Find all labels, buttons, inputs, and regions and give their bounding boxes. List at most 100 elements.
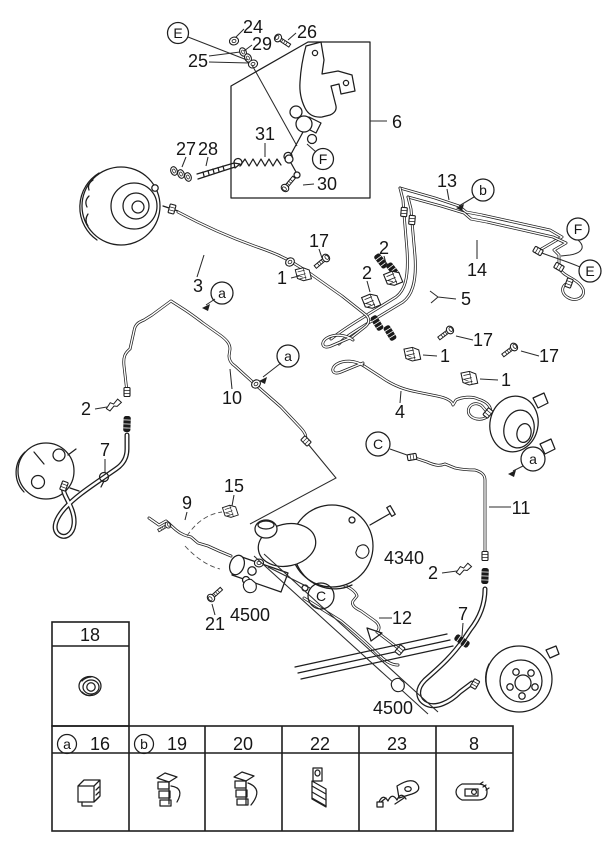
callout-28: 28 <box>198 139 218 159</box>
ref-a-line11: a <box>520 446 546 472</box>
callout-2: 2 <box>379 238 389 258</box>
brake-line-11 <box>410 455 487 554</box>
callout-4: 4 <box>395 402 405 422</box>
svg-text:20: 20 <box>233 734 253 754</box>
bolt-17 <box>499 341 520 360</box>
svg-text:a: a <box>284 348 292 364</box>
callout-4500: 4500 <box>373 698 413 718</box>
callout-3: 3 <box>193 276 203 296</box>
serrated-tab-clip-icon <box>311 767 327 808</box>
left-rear-brake <box>15 386 132 537</box>
svg-text:E: E <box>173 25 182 41</box>
callout-30: 30 <box>317 174 337 194</box>
callout-2: 2 <box>362 263 372 283</box>
callout-25: 25 <box>188 51 208 71</box>
brake-line-10 <box>122 299 308 442</box>
callout-31: 31 <box>255 124 275 144</box>
callouts: 24 26 29 25 6 31 27 28 30 13 14 17 1 2 2… <box>81 17 559 718</box>
callout-17: 17 <box>473 330 493 350</box>
callout-1: 1 <box>277 268 287 288</box>
svg-text:a: a <box>63 736 71 752</box>
svg-text:23: 23 <box>387 734 407 754</box>
svg-text:C: C <box>373 436 383 452</box>
stacked-clip-loop-icon <box>233 771 258 806</box>
bolt-26 <box>272 32 293 50</box>
tube-clamp-icon <box>455 781 490 801</box>
callout-4340: 4340 <box>384 548 424 568</box>
washer-27 <box>182 171 194 183</box>
callout-7: 7 <box>100 440 110 460</box>
callout-4500: 4500 <box>230 605 270 625</box>
washer-27 <box>168 165 180 177</box>
ref-b-line13: b <box>471 178 495 202</box>
front-left-hub <box>79 166 179 246</box>
right-rear-drum <box>482 392 556 455</box>
clip-2 <box>104 397 124 413</box>
grommet-4500 <box>389 676 407 694</box>
svg-text:22: 22 <box>310 734 330 754</box>
booster-master-cylinder <box>184 443 439 715</box>
expansion-loop-lower <box>331 359 366 375</box>
legend: 18 a 16 b 19 20 22 <box>51 621 514 832</box>
callout-26: 26 <box>297 22 317 42</box>
bolt-30 <box>279 174 298 194</box>
legend-cell-23: 23 <box>376 734 420 808</box>
svg-text:F: F <box>319 151 328 167</box>
svg-text:a: a <box>218 285 226 301</box>
bolt-17 <box>435 324 456 343</box>
callout-21: 21 <box>205 614 225 634</box>
ref-E-right: E <box>578 259 602 283</box>
ref-a-line3: a <box>210 281 234 305</box>
callout-15: 15 <box>224 476 244 496</box>
tube-fitting <box>123 386 131 398</box>
legend-nut-number: 18 <box>80 625 100 645</box>
callout-7: 7 <box>458 604 468 624</box>
bolt-21 <box>205 585 225 604</box>
callout-2: 2 <box>81 399 91 419</box>
proportioning-valve <box>284 105 322 179</box>
spring-31 <box>233 151 293 167</box>
ref-E-top: E <box>166 21 190 45</box>
clip-1 <box>460 369 479 387</box>
clip-1 <box>294 265 312 283</box>
adjuster-rod-28 <box>196 162 241 180</box>
mount-bracket <box>299 41 356 118</box>
hose-sleeve <box>122 415 132 433</box>
svg-text:a: a <box>529 451 537 467</box>
underbody-line-bundle <box>294 633 454 680</box>
ref-F-right: F <box>566 217 590 241</box>
callout-12: 12 <box>392 608 412 628</box>
callout-1: 1 <box>501 370 511 390</box>
callout-11: 11 <box>512 498 531 518</box>
brake-line-14 <box>406 195 585 301</box>
ref-C-line11: C <box>365 431 391 457</box>
ref-C-mc: C <box>307 582 335 610</box>
brake-line-9 <box>147 516 233 558</box>
svg-text:F: F <box>574 221 583 237</box>
clip-1 <box>403 345 422 363</box>
svg-text:b: b <box>479 182 487 198</box>
hose-fitting <box>469 678 481 690</box>
callout-13: 13 <box>437 171 457 191</box>
legend-cell-16: a 16 <box>56 733 110 807</box>
callout-14: 14 <box>467 260 487 280</box>
svg-text:19: 19 <box>167 734 187 754</box>
legend-cell-20: 20 <box>233 734 258 806</box>
clip-2 <box>454 562 474 576</box>
callout-1: 1 <box>440 346 450 366</box>
stacked-clip-tab-icon <box>156 772 181 807</box>
callout-29: 29 <box>252 34 272 54</box>
assembly-box <box>230 41 371 199</box>
expansion-loop-upper <box>321 333 355 349</box>
legend-cell-19: b 19 <box>133 733 187 807</box>
svg-text:C: C <box>316 588 326 604</box>
saddle-clamp-icon <box>376 780 420 808</box>
callout-17: 17 <box>539 346 559 366</box>
callout-9: 9 <box>182 493 192 513</box>
flange-nut-icon <box>78 675 102 697</box>
washer-27 <box>175 168 187 180</box>
nut-24 <box>227 35 241 47</box>
callout-5: 5 <box>461 289 471 309</box>
callout-10: 10 <box>222 388 242 408</box>
